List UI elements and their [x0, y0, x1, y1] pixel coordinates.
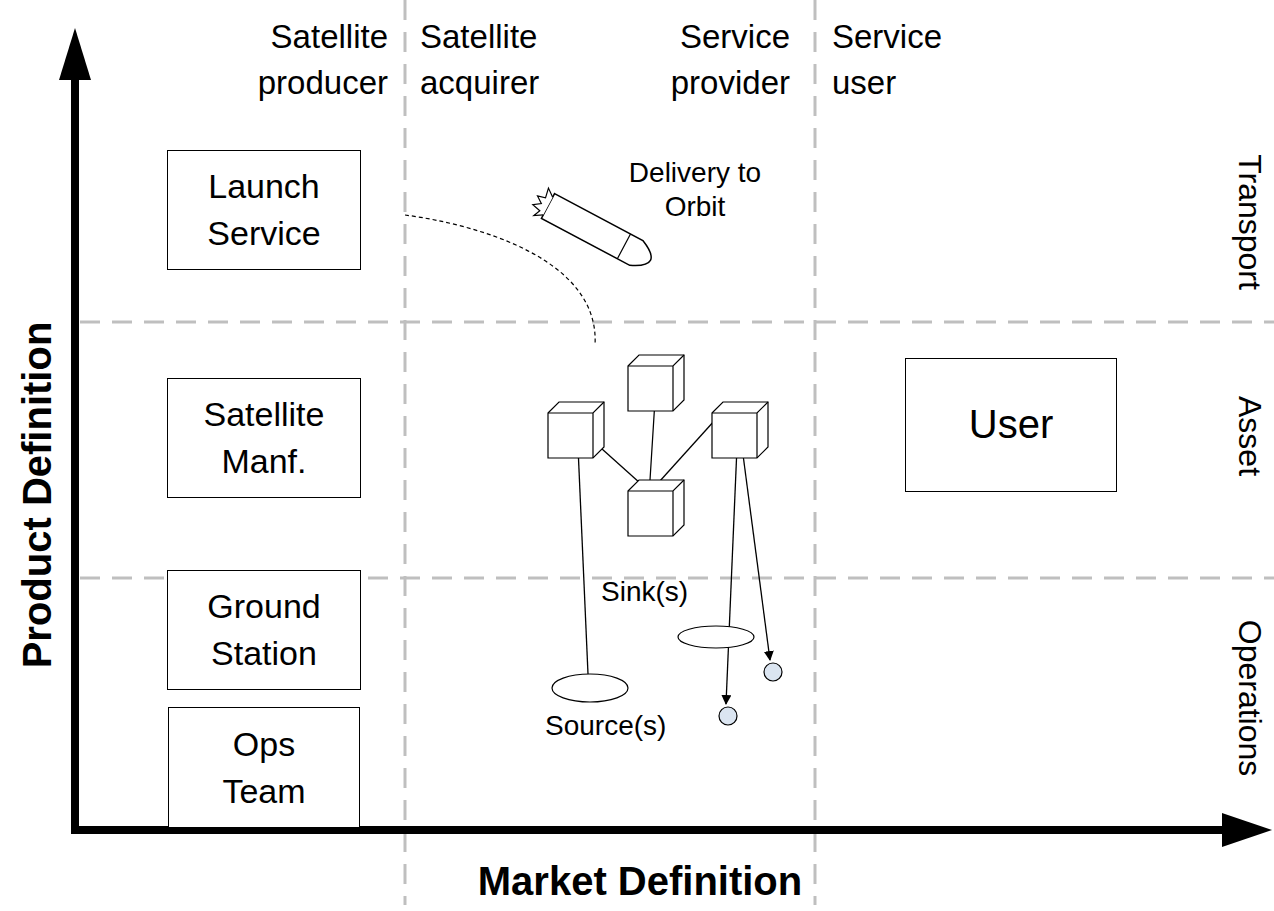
process-box: Ops Team	[168, 707, 360, 828]
process-box: Ground Station	[167, 570, 361, 690]
sink-point	[764, 663, 782, 681]
satellite-network	[548, 355, 782, 725]
satellite-cube	[548, 402, 604, 458]
column-header: Satellite acquirer	[420, 14, 610, 105]
box-label: Ops Team	[209, 721, 319, 815]
axis-title: Product Definition	[10, 322, 65, 669]
grid-lines	[80, 0, 1274, 905]
satellite-cube	[712, 402, 768, 458]
process-box: Satellite Manf.	[167, 378, 361, 498]
box-label: Satellite Manf.	[176, 391, 352, 485]
annotation: Delivery to Orbit	[600, 156, 790, 224]
row-label: Operations	[1228, 620, 1272, 777]
axis-title: Market Definition	[478, 854, 802, 909]
row-label: Asset	[1228, 396, 1272, 476]
box-label: Ground Station	[176, 583, 352, 677]
sink-ellipse	[678, 626, 754, 648]
link-line	[578, 447, 588, 674]
source-ellipse	[552, 674, 628, 702]
process-box: User	[905, 358, 1117, 492]
link-line	[650, 400, 655, 480]
axes	[59, 28, 1272, 847]
process-box: Launch Service	[167, 150, 361, 270]
satellite-cube	[628, 480, 684, 536]
rocket	[529, 185, 658, 273]
downlink-arrow	[742, 447, 770, 660]
downlink-arrow	[726, 447, 737, 704]
source-label: Source(s)	[545, 709, 705, 743]
column-header: Satellite producer	[198, 14, 388, 105]
sink-point	[719, 707, 737, 725]
sink-label: Sink(s)	[601, 575, 741, 609]
trajectory	[405, 215, 595, 345]
satellite-cube	[628, 355, 684, 411]
row-label: Transport	[1228, 154, 1272, 290]
box-label: User	[969, 397, 1053, 452]
column-header: Service provider	[600, 14, 790, 105]
column-header: Service user	[832, 14, 982, 105]
box-label: Launch Service	[176, 163, 352, 257]
